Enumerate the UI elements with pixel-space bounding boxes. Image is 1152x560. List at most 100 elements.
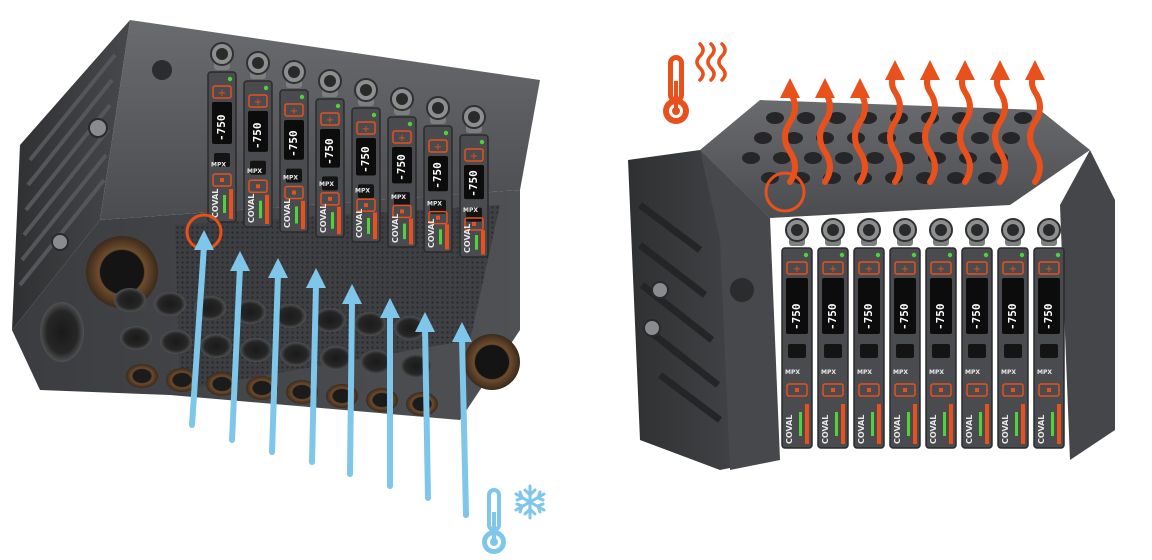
- plus-button[interactable]: +: [428, 139, 448, 153]
- top-hole: [742, 152, 760, 164]
- small-port: [126, 364, 158, 388]
- plus-button[interactable]: +: [356, 121, 376, 135]
- brand-label: COVAL: [1037, 415, 1046, 444]
- status-led: [263, 85, 269, 91]
- lcd-display: [1038, 278, 1060, 334]
- minus-button[interactable]: [212, 173, 232, 187]
- display-value: -750: [395, 154, 408, 181]
- minus-button[interactable]: [1038, 383, 1060, 397]
- top-hole: [940, 132, 958, 144]
- status-led: [803, 252, 809, 258]
- model-label: MPX: [821, 369, 836, 376]
- small-port: [166, 368, 198, 392]
- small-port: [354, 312, 386, 336]
- svg-text:+: +: [865, 264, 873, 275]
- minus-button[interactable]: [1002, 383, 1024, 397]
- brand-label: COVAL: [893, 415, 902, 444]
- status-led: [1055, 252, 1061, 258]
- m12-connector-icon: [893, 218, 917, 246]
- plus-button[interactable]: +: [248, 94, 268, 108]
- small-port: [280, 342, 312, 366]
- snowflake-icon: [514, 484, 546, 520]
- hot-air-arrow: [990, 60, 1010, 185]
- cold-air-arrow: [229, 251, 250, 443]
- minus-button[interactable]: [822, 383, 844, 397]
- brand-label: COVAL: [427, 219, 436, 248]
- minus-button[interactable]: [786, 383, 808, 397]
- cold-air-arrow: [380, 298, 400, 489]
- svg-text:+: +: [901, 264, 909, 275]
- status-led: [479, 139, 485, 145]
- minus-button[interactable]: [320, 192, 340, 206]
- hot-air-arrow: [1025, 60, 1045, 185]
- plus-button[interactable]: +: [930, 261, 952, 275]
- left-manifold-assembly: +-750MPXCOVAL+-750MPXCOVAL+-750MPXCOVAL+…: [12, 20, 546, 554]
- minus-button[interactable]: [966, 383, 988, 397]
- lcd-display: [356, 138, 376, 176]
- display-value: -750: [862, 304, 875, 331]
- small-port: [246, 376, 278, 400]
- brand-label: COVAL: [965, 415, 974, 444]
- top-hole: [983, 112, 1001, 124]
- plus-button[interactable]: +: [284, 103, 304, 117]
- status-led: [875, 252, 881, 258]
- display-value: -750: [467, 170, 480, 197]
- minus-button[interactable]: [428, 210, 448, 225]
- left-vacuum-modules: +-750MPXCOVAL+-750MPXCOVAL+-750MPXCOVAL+…: [207, 42, 489, 258]
- model-label: MPX: [1037, 369, 1052, 376]
- minus-button[interactable]: [464, 217, 484, 231]
- left-large-port: [40, 302, 84, 362]
- plus-button[interactable]: +: [392, 130, 412, 144]
- small-port: [274, 304, 306, 328]
- display-value: -750: [1006, 304, 1019, 331]
- top-hole: [947, 172, 965, 184]
- lcd-display: [212, 102, 232, 144]
- right-end-screw: [651, 281, 669, 299]
- svg-text:+: +: [434, 142, 442, 153]
- display-value: -750: [287, 130, 300, 157]
- left-end-screw: [88, 118, 108, 138]
- minus-button[interactable]: [930, 383, 952, 397]
- hot-air-arrow: [815, 78, 835, 185]
- plus-button[interactable]: +: [822, 261, 844, 275]
- plus-button[interactable]: +: [1038, 261, 1060, 275]
- svg-text:+: +: [218, 88, 226, 99]
- top-hole: [797, 112, 815, 124]
- brand-label: COVAL: [319, 204, 328, 233]
- svg-text:+: +: [254, 97, 262, 108]
- status-led: [299, 94, 305, 100]
- minus-button[interactable]: [858, 383, 880, 397]
- m12-connector-icon: [1037, 218, 1061, 246]
- m12-connector-icon: [354, 78, 378, 106]
- plus-button[interactable]: +: [320, 112, 340, 126]
- minus-button[interactable]: [284, 185, 304, 200]
- minus-button[interactable]: [356, 198, 376, 212]
- plus-button[interactable]: +: [212, 85, 232, 99]
- svg-text:+: +: [973, 264, 981, 275]
- plus-button[interactable]: +: [894, 261, 916, 275]
- plus-button[interactable]: +: [786, 261, 808, 275]
- plus-button[interactable]: +: [464, 148, 484, 162]
- m12-connector-icon: [1001, 218, 1025, 246]
- minus-button[interactable]: [392, 204, 412, 219]
- lcd-display: [822, 278, 844, 334]
- display-value: -750: [215, 115, 228, 142]
- minus-button[interactable]: [894, 383, 916, 397]
- svg-text:+: +: [470, 151, 478, 162]
- plus-button[interactable]: +: [858, 261, 880, 275]
- plus-button[interactable]: +: [1002, 261, 1024, 275]
- plus-button[interactable]: +: [966, 261, 988, 275]
- display-value: -750: [826, 304, 839, 331]
- right-highlight-circle: [764, 171, 806, 213]
- minus-button[interactable]: [248, 179, 268, 194]
- svg-text:+: +: [290, 106, 298, 117]
- cold-air-arrow: [189, 230, 214, 428]
- small-port: [120, 326, 152, 350]
- status-led: [371, 112, 377, 118]
- small-port: [200, 334, 232, 358]
- cold-air-arrow: [306, 268, 326, 465]
